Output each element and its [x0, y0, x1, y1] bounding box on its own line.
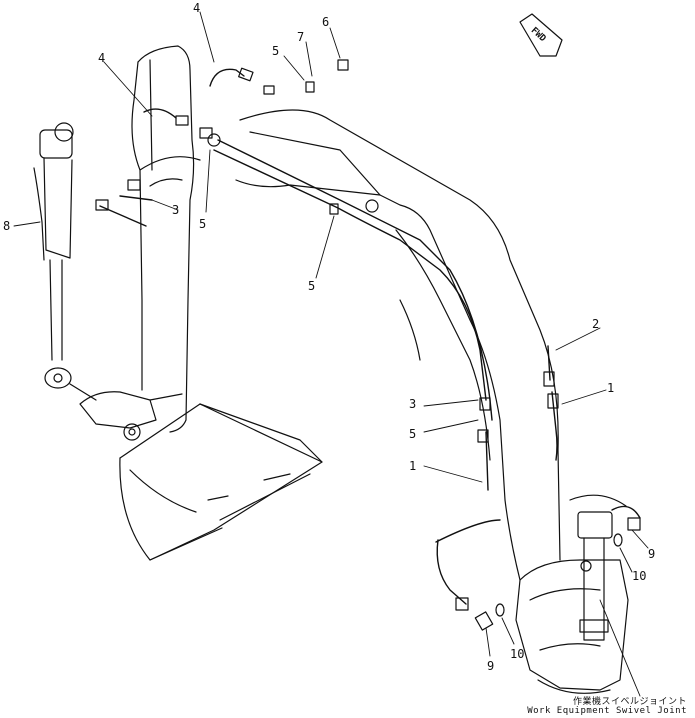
callout-7: 7	[297, 30, 305, 44]
swivel-joint	[569, 494, 627, 641]
caption-japanese: 作業機スイベルジョイント	[572, 697, 687, 707]
callout-10-right: 10	[632, 569, 647, 583]
callout-5-boom: 5	[308, 279, 316, 293]
callout-2: 2	[592, 317, 600, 331]
bucket-outline	[119, 403, 323, 561]
callout-1-right: 1	[607, 381, 615, 395]
callout-8: 8	[3, 219, 11, 233]
bucket-cylinder	[33, 122, 74, 389]
callout-4-upper: 4	[193, 1, 201, 15]
boom-foot-bracket	[515, 559, 629, 694]
callout-9-right: 9	[648, 547, 656, 561]
caption-english: Work Equipment Swivel Joint	[527, 706, 687, 716]
callout-5-lower: 5	[409, 427, 417, 441]
callout-3-lower: 3	[409, 397, 417, 411]
leader-lines	[13, 11, 649, 697]
fittings	[95, 59, 641, 631]
bucket-link	[69, 383, 183, 441]
arm-outline	[131, 45, 201, 433]
callout-5-mid: 5	[199, 217, 207, 231]
callout-1-left: 1	[409, 459, 417, 473]
callout-9-bottom: 9	[487, 659, 495, 673]
boom-outline	[207, 109, 561, 581]
callout-10-bottom: 10	[510, 647, 525, 661]
fwd-arrow-icon	[519, 13, 563, 57]
callout-3-upper: 3	[172, 203, 180, 217]
callout-5-top: 5	[272, 44, 280, 58]
callout-6: 6	[322, 15, 330, 29]
callout-4-left: 4	[98, 51, 106, 65]
